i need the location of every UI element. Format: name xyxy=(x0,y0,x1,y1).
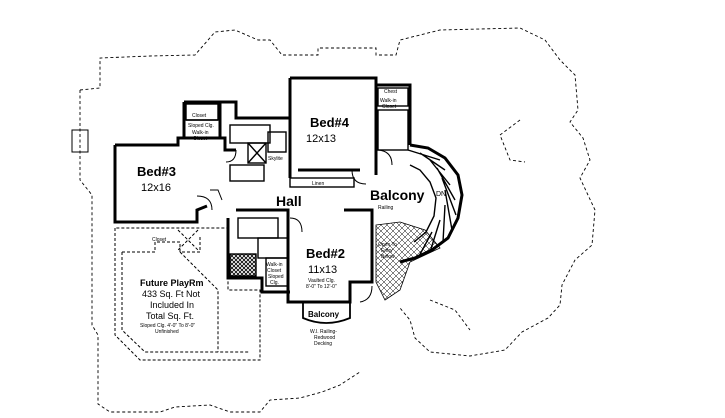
dn-label: DN xyxy=(436,191,446,198)
walk-in-closet-left-1: Walk-in xyxy=(192,130,209,136)
future-playroom-1: Future PlayRm xyxy=(140,278,204,288)
wi-railing-1: W.I. Railing- xyxy=(310,329,337,335)
walk-in-closet-bed2-4: Clg. xyxy=(270,280,279,286)
closet-top-label: Closet xyxy=(192,113,207,119)
small-balcony-outline xyxy=(302,302,351,324)
closet-left-label: Closet xyxy=(152,237,167,243)
vaulted-clg-2: 8'-0" To 12'-0" xyxy=(306,284,337,290)
walk-in-closet-bed2-1: Walk-in xyxy=(266,262,283,268)
bed4-name: Bed#4 xyxy=(310,115,350,130)
railing-label: Railing xyxy=(378,205,394,211)
sloped-clg-playroom-2: Unfinished xyxy=(155,329,179,335)
wi-railing-3: Decking xyxy=(314,341,332,347)
open-to-entry-3: Below xyxy=(381,254,395,260)
future-playroom-4: Total Sq. Ft. xyxy=(146,311,194,321)
door-swings xyxy=(196,149,393,303)
balcony-main-label: Balcony xyxy=(370,187,425,203)
hall-label: Hall xyxy=(276,193,302,209)
bed3-name: Bed#3 xyxy=(137,164,176,179)
walk-in-closet-right-1: Walk-in xyxy=(380,98,397,104)
balcony-small-label: Balcony xyxy=(308,310,340,319)
skylite-label: Skylite xyxy=(268,156,283,162)
walk-in-closet-bed2-2: Closet xyxy=(267,268,282,274)
sloped-clg-top-label: Sloped Clg. xyxy=(188,123,214,129)
future-playroom-3: Included In xyxy=(150,300,194,310)
bed4-dims: 12x13 xyxy=(306,133,336,145)
sloped-clg-playroom-1: Sloped Clg. 4'-0" To 8'-0" xyxy=(140,323,195,329)
chest-label: Chest xyxy=(384,89,398,95)
walk-in-closet-left-2: Closet xyxy=(193,136,208,142)
walk-in-closet-right-2: Closet xyxy=(382,104,397,110)
walk-in-closet-bed2-3: Sloped xyxy=(268,274,284,280)
bed3-dims: 12x16 xyxy=(141,182,171,194)
bed2-dims: 11x13 xyxy=(308,264,337,276)
open-to-entry-1: Open To xyxy=(378,242,397,248)
wi-railing-2: Redwood xyxy=(314,335,335,341)
chimney-outline xyxy=(71,129,89,153)
future-playroom-outline xyxy=(114,227,261,361)
open-to-entry-area xyxy=(375,221,441,301)
bed2-name: Bed#2 xyxy=(306,246,345,261)
open-to-entry-2: Entry xyxy=(381,248,393,254)
vaulted-clg-1: Vaulted Clg. xyxy=(308,278,335,284)
linen-label: Linen xyxy=(312,181,324,187)
future-playroom-2: 433 Sq. Ft Not xyxy=(142,289,201,299)
lower-floor-outline xyxy=(79,27,596,413)
